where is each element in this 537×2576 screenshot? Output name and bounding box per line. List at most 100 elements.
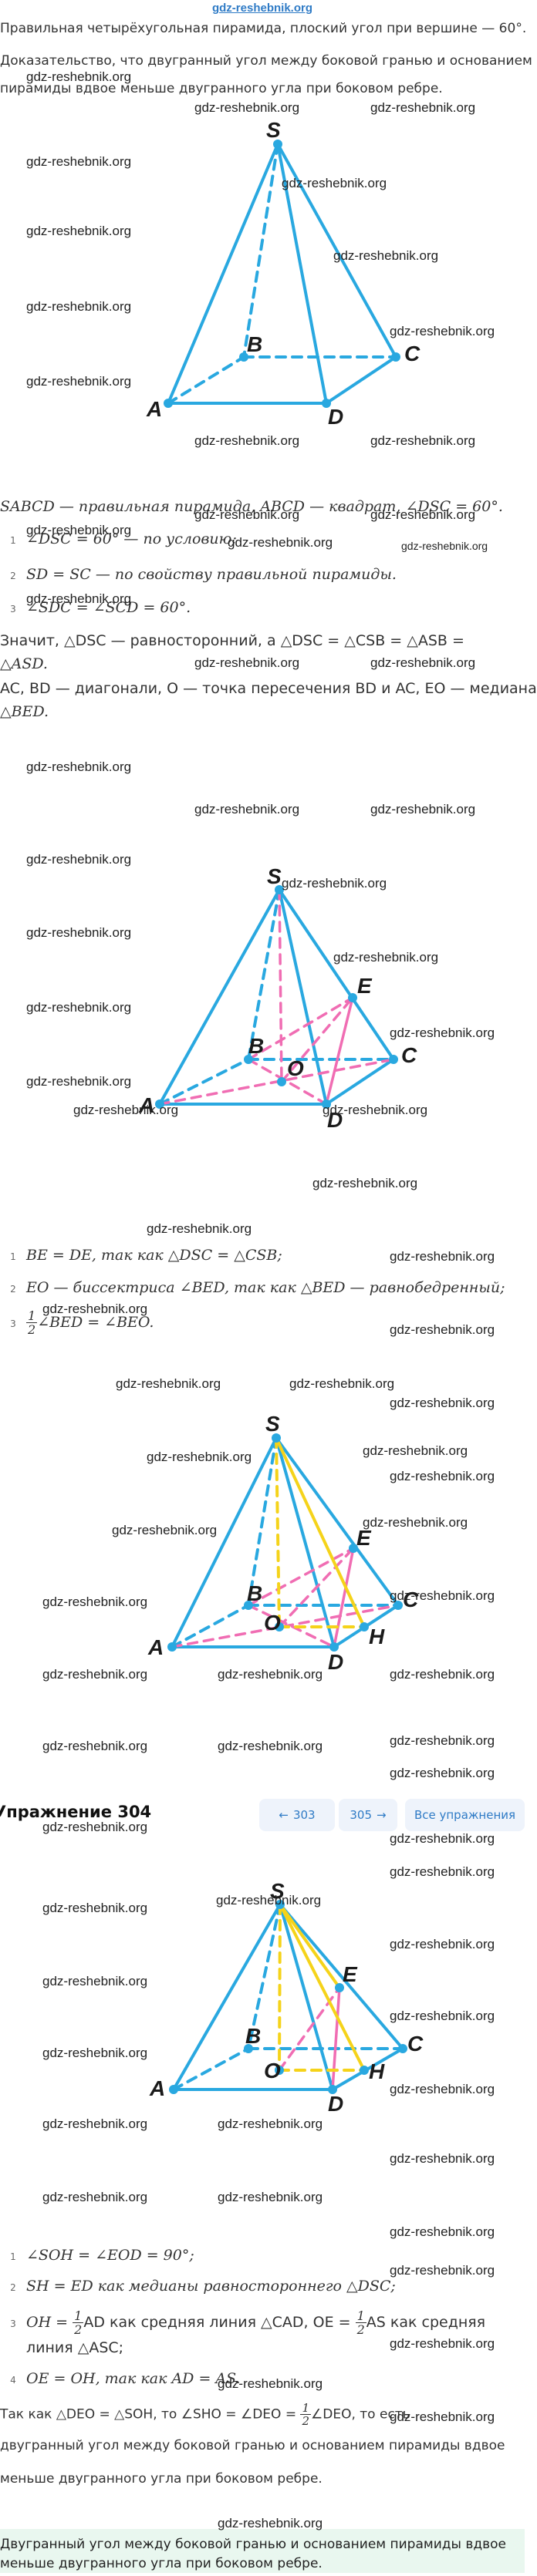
label-S-3: S (265, 1412, 280, 1436)
watermark: gdz-reshebnik.org (363, 1515, 468, 1530)
watermark: gdz-reshebnik.org (26, 299, 132, 314)
label-S: S (266, 118, 281, 142)
watermark: gdz-reshebnik.org (194, 100, 300, 115)
next-exercise-button[interactable]: 305→ (339, 1799, 397, 1831)
watermark: gdz-reshebnik.org (390, 2082, 495, 2096)
watermark: gdz-reshebnik.org (370, 802, 476, 817)
answer-box (0, 2529, 525, 2573)
pyramid-figure-2: S E B C O A D (138, 864, 417, 1132)
list1-item-3: 3∠SDC = ∠SCD = 60°. (10, 599, 191, 616)
watermark: gdz-reshebnik.org (42, 2190, 148, 2204)
watermark: gdz-reshebnik.org (312, 1176, 418, 1190)
label-O-2: O (287, 1056, 304, 1080)
edge-SC (276, 143, 397, 359)
answer-line-1: Двугранный угол между боковой гранью и о… (0, 2537, 506, 2552)
edge-SA (167, 143, 279, 405)
conclusion-line-1: Значит, △DSC — равносторонний, а △DSC = … (0, 632, 464, 649)
watermark: gdz-reshebnik.org (218, 1667, 323, 1682)
watermark: gdz-reshebnik.org (333, 248, 439, 263)
all-exercises-button[interactable]: Все упражнения (405, 1799, 525, 1831)
watermark: gdz-reshebnik.org (26, 759, 132, 774)
label-B-4: B (245, 2024, 261, 2048)
watermark: gdz-reshebnik.org (42, 1667, 148, 1682)
watermark: gdz-reshebnik.org (147, 1450, 252, 1464)
watermark: gdz-reshebnik.org (390, 1864, 495, 1879)
answer-line-2: меньше двугранного угла при боковом ребр… (0, 2556, 323, 2571)
watermark: gdz-reshebnik.org (289, 1376, 395, 1391)
label-D-2: D (327, 1108, 343, 1132)
watermark: gdz-reshebnik.org (370, 507, 476, 522)
watermark: gdz-reshebnik.org (370, 433, 476, 448)
problem-line-3: пирамиды вдвое меньше двугранного угла п… (0, 81, 443, 96)
label-A-4: A (149, 2076, 165, 2100)
watermark: gdz-reshebnik.org (390, 2009, 495, 2023)
watermark: gdz-reshebnik.org (228, 535, 333, 550)
watermark: gdz-reshebnik.org (26, 1074, 132, 1089)
watermark: gdz-reshebnik.org (26, 523, 132, 537)
watermark: gdz-reshebnik.org (218, 2516, 323, 2531)
watermark: gdz-reshebnik.org (26, 154, 132, 169)
final-line-3: меньше двугранного угла при боковом ребр… (0, 2471, 323, 2487)
list3-item-1: 1∠SOH = ∠EOD = 90°; (10, 2247, 194, 2264)
pyramid-figure-4: S E B C O H A D (149, 1879, 424, 2116)
watermark: gdz-reshebnik.org (26, 1000, 132, 1015)
arrow-left-icon: ← (279, 1808, 289, 1822)
list3-item-3-line-2: линия △ASC; (26, 2339, 124, 2356)
watermark: gdz-reshebnik.org (42, 2116, 148, 2131)
watermark: gdz-reshebnik.org (390, 1249, 495, 1264)
watermark: gdz-reshebnik.org (390, 2336, 495, 2351)
problem-line-2: Доказательство, что двугранный угол межд… (0, 53, 532, 69)
watermark: gdz-reshebnik.org (194, 802, 300, 817)
watermark: gdz-reshebnik.org (42, 1301, 148, 1316)
watermark: gdz-reshebnik.org (390, 1831, 495, 1846)
label-B-2: B (248, 1034, 264, 1058)
label-C-2: C (401, 1043, 417, 1067)
label-C-4: C (407, 2032, 424, 2056)
watermark: gdz-reshebnik.org (390, 1588, 495, 1603)
watermark: gdz-reshebnik.org (333, 950, 439, 965)
watermark: gdz-reshebnik.org (218, 2190, 323, 2204)
label-A: A (146, 397, 162, 421)
watermark: gdz-reshebnik.org (401, 540, 488, 552)
watermark: gdz-reshebnik.org (390, 2224, 495, 2239)
list1-item-1: 1∠DSC = 60° — по условию; (10, 530, 237, 547)
watermark: gdz-reshebnik.org (390, 1667, 495, 1682)
watermark: gdz-reshebnik.org (390, 2151, 495, 2166)
diagonals-line-2: △BED. (0, 703, 49, 720)
label-A-2: A (138, 1093, 154, 1117)
watermark: gdz-reshebnik.org (390, 2409, 495, 2424)
watermark: gdz-reshebnik.org (363, 1443, 468, 1458)
watermark: gdz-reshebnik.org (26, 69, 132, 84)
label-S-2: S (267, 864, 282, 888)
watermark: gdz-reshebnik.org (282, 876, 387, 891)
label-A-3: A (147, 1635, 164, 1659)
label-D-3: D (328, 1650, 343, 1674)
watermark: gdz-reshebnik.org (282, 176, 387, 190)
label-B-3: B (247, 1581, 262, 1605)
watermark: gdz-reshebnik.org (216, 1893, 322, 1908)
edge-AB (167, 355, 245, 405)
edge-SB (242, 143, 279, 359)
watermark: gdz-reshebnik.org (218, 2116, 323, 2131)
watermark: gdz-reshebnik.org (26, 224, 132, 238)
arrow-right-icon: → (377, 1808, 387, 1822)
pyramid-figure-3: S E B C O H A D (147, 1412, 419, 1674)
watermark: gdz-reshebnik.org (194, 433, 300, 448)
watermark: gdz-reshebnik.org (194, 655, 300, 670)
watermark: gdz-reshebnik.org (370, 100, 476, 115)
watermark: gdz-reshebnik.org (112, 1523, 218, 1537)
diagonals-line-1: AC, BD — диагонали, O — точка пересечени… (0, 680, 537, 697)
watermark: gdz-reshebnik.org (323, 1103, 428, 1117)
label-H-4: H (369, 2059, 385, 2083)
prev-exercise-button[interactable]: ←303 (259, 1799, 335, 1831)
site-logo[interactable]: gdz-reshebnik.org (211, 2, 312, 15)
watermark: gdz-reshebnik.org (147, 1221, 252, 1236)
watermark: gdz-reshebnik.org (26, 591, 132, 606)
